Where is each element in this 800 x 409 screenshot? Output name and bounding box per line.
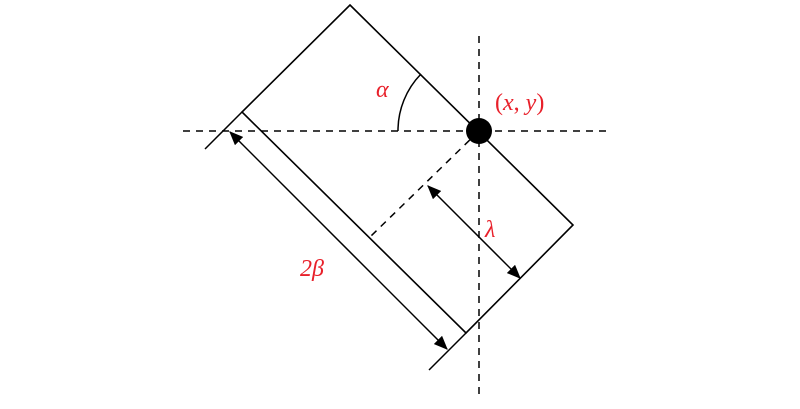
two-beta-dimension-arrow	[229, 131, 448, 350]
rotated-rectangle	[240, 3, 575, 335]
alpha-label: α	[376, 77, 389, 103]
lambda-label: λ	[484, 217, 495, 243]
extension-tick-upper	[204, 111, 243, 150]
point-label: (x, y)	[495, 90, 544, 116]
two-beta-label: 2β	[300, 256, 324, 282]
extension-tick-lower	[428, 332, 467, 371]
lambda-dimension-arrow	[427, 185, 521, 279]
point-marker	[466, 118, 492, 144]
alpha-angle-arc	[397, 73, 422, 132]
